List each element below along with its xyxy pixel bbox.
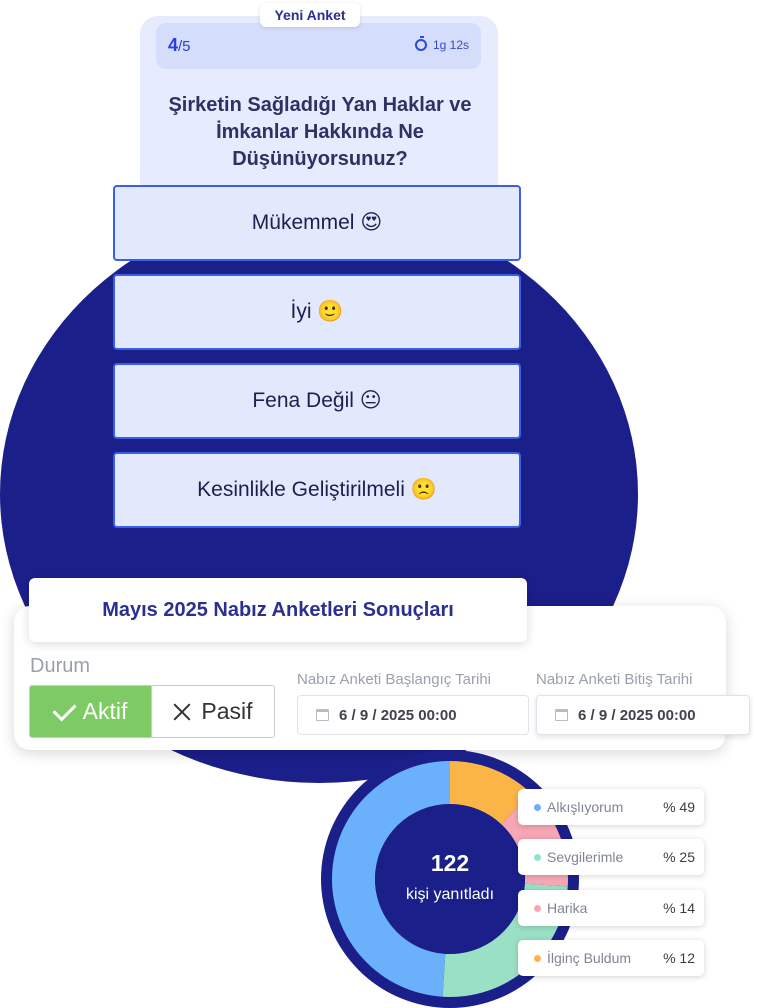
- legend-percent: % 12: [663, 950, 695, 966]
- timer-text: 1g 12s: [432, 38, 469, 52]
- timer: 1g 12s: [414, 36, 469, 52]
- option-label: Fena Değil: [252, 389, 354, 412]
- option-iyi[interactable]: İyi 🙂: [113, 274, 521, 350]
- respondent-label: kişi yanıtladı: [405, 886, 495, 903]
- option-mukemmel[interactable]: Mükemmel 😍: [113, 185, 521, 261]
- legend-label: Alkışlıyorum: [547, 799, 624, 815]
- donut-slice-i-lgin-buldum: [450, 761, 531, 825]
- legend-item-sevgilerimle: Sevgilerimle % 25: [518, 839, 704, 875]
- legend-percent: % 49: [663, 799, 695, 815]
- option-fena-degil[interactable]: Fena Değil 😐: [113, 363, 521, 439]
- end-date-value: 6 / 9 / 2025 00:00: [578, 706, 696, 724]
- active-button[interactable]: Aktif: [30, 686, 151, 737]
- new-survey-badge: Yeni Anket: [260, 3, 360, 27]
- option-label: İyi: [290, 300, 312, 323]
- calendar-icon: [555, 709, 568, 721]
- progress-current: 4: [168, 35, 179, 55]
- smile-emoji-icon: 🙂: [317, 300, 344, 323]
- end-date-label: Nabız Anketi Bitiş Tarihi: [536, 671, 693, 688]
- legend-percent: % 14: [663, 900, 695, 916]
- legend-item-alkisliyorum: Alkışlıyorum % 49: [518, 789, 704, 825]
- start-date-label: Nabız Anketi Başlangıç Tarihi: [297, 671, 491, 688]
- donut-slice-alk-l-yorum: [332, 761, 450, 997]
- legend-item-harika: Harika % 14: [518, 890, 704, 926]
- check-icon: [52, 697, 77, 722]
- stopwatch-icon: [414, 36, 427, 51]
- legend-item-ilginc-buldum: İlginç Buldum % 12: [518, 940, 704, 976]
- progress-bar: 4/5 1g 12s: [156, 23, 481, 69]
- start-date-input[interactable]: 6 / 9 / 2025 00:00: [297, 695, 529, 735]
- legend-dot: [534, 904, 541, 912]
- progress-indicator: 4/5: [168, 35, 191, 56]
- donut-hole: [375, 804, 525, 954]
- close-icon: [173, 703, 191, 721]
- legend-label: İlginç Buldum: [547, 950, 632, 966]
- active-label: Aktif: [82, 698, 128, 724]
- legend-dot: [534, 954, 541, 962]
- option-label: Kesinlikle Geliştirilmeli: [197, 478, 405, 501]
- results-title: Mayıs 2025 Nabız Anketleri Sonuçları: [29, 578, 527, 642]
- passive-button[interactable]: Pasif: [151, 686, 274, 737]
- end-date-input[interactable]: 6 / 9 / 2025 00:00: [536, 695, 750, 735]
- legend-label: Harika: [547, 900, 588, 916]
- option-label: Mükemmel: [251, 211, 355, 234]
- frown-emoji-icon: 🙁: [410, 478, 437, 501]
- question-text: Şirketin Sağladığı Yan Haklar ve İmkanla…: [168, 94, 472, 170]
- option-kesinlikle-gelistirilmeli[interactable]: Kesinlikle Geliştirilmeli 🙁: [113, 452, 521, 528]
- neutral-emoji-icon: 😐: [359, 389, 382, 412]
- legend-percent: % 25: [663, 849, 695, 865]
- legend-label: Sevgilerimle: [547, 849, 624, 865]
- legend-dot: [534, 853, 541, 861]
- legend-dot: [534, 803, 541, 811]
- progress-total: /5: [178, 38, 191, 55]
- heart-eyes-emoji-icon: 😍: [360, 211, 383, 234]
- respondent-count: 122: [430, 850, 470, 876]
- passive-label: Pasif: [201, 698, 253, 724]
- start-date-value: 6 / 9 / 2025 00:00: [339, 706, 457, 724]
- calendar-icon: [316, 709, 329, 721]
- status-toggle: Aktif Pasif: [29, 685, 275, 738]
- status-label: Durum: [30, 655, 91, 677]
